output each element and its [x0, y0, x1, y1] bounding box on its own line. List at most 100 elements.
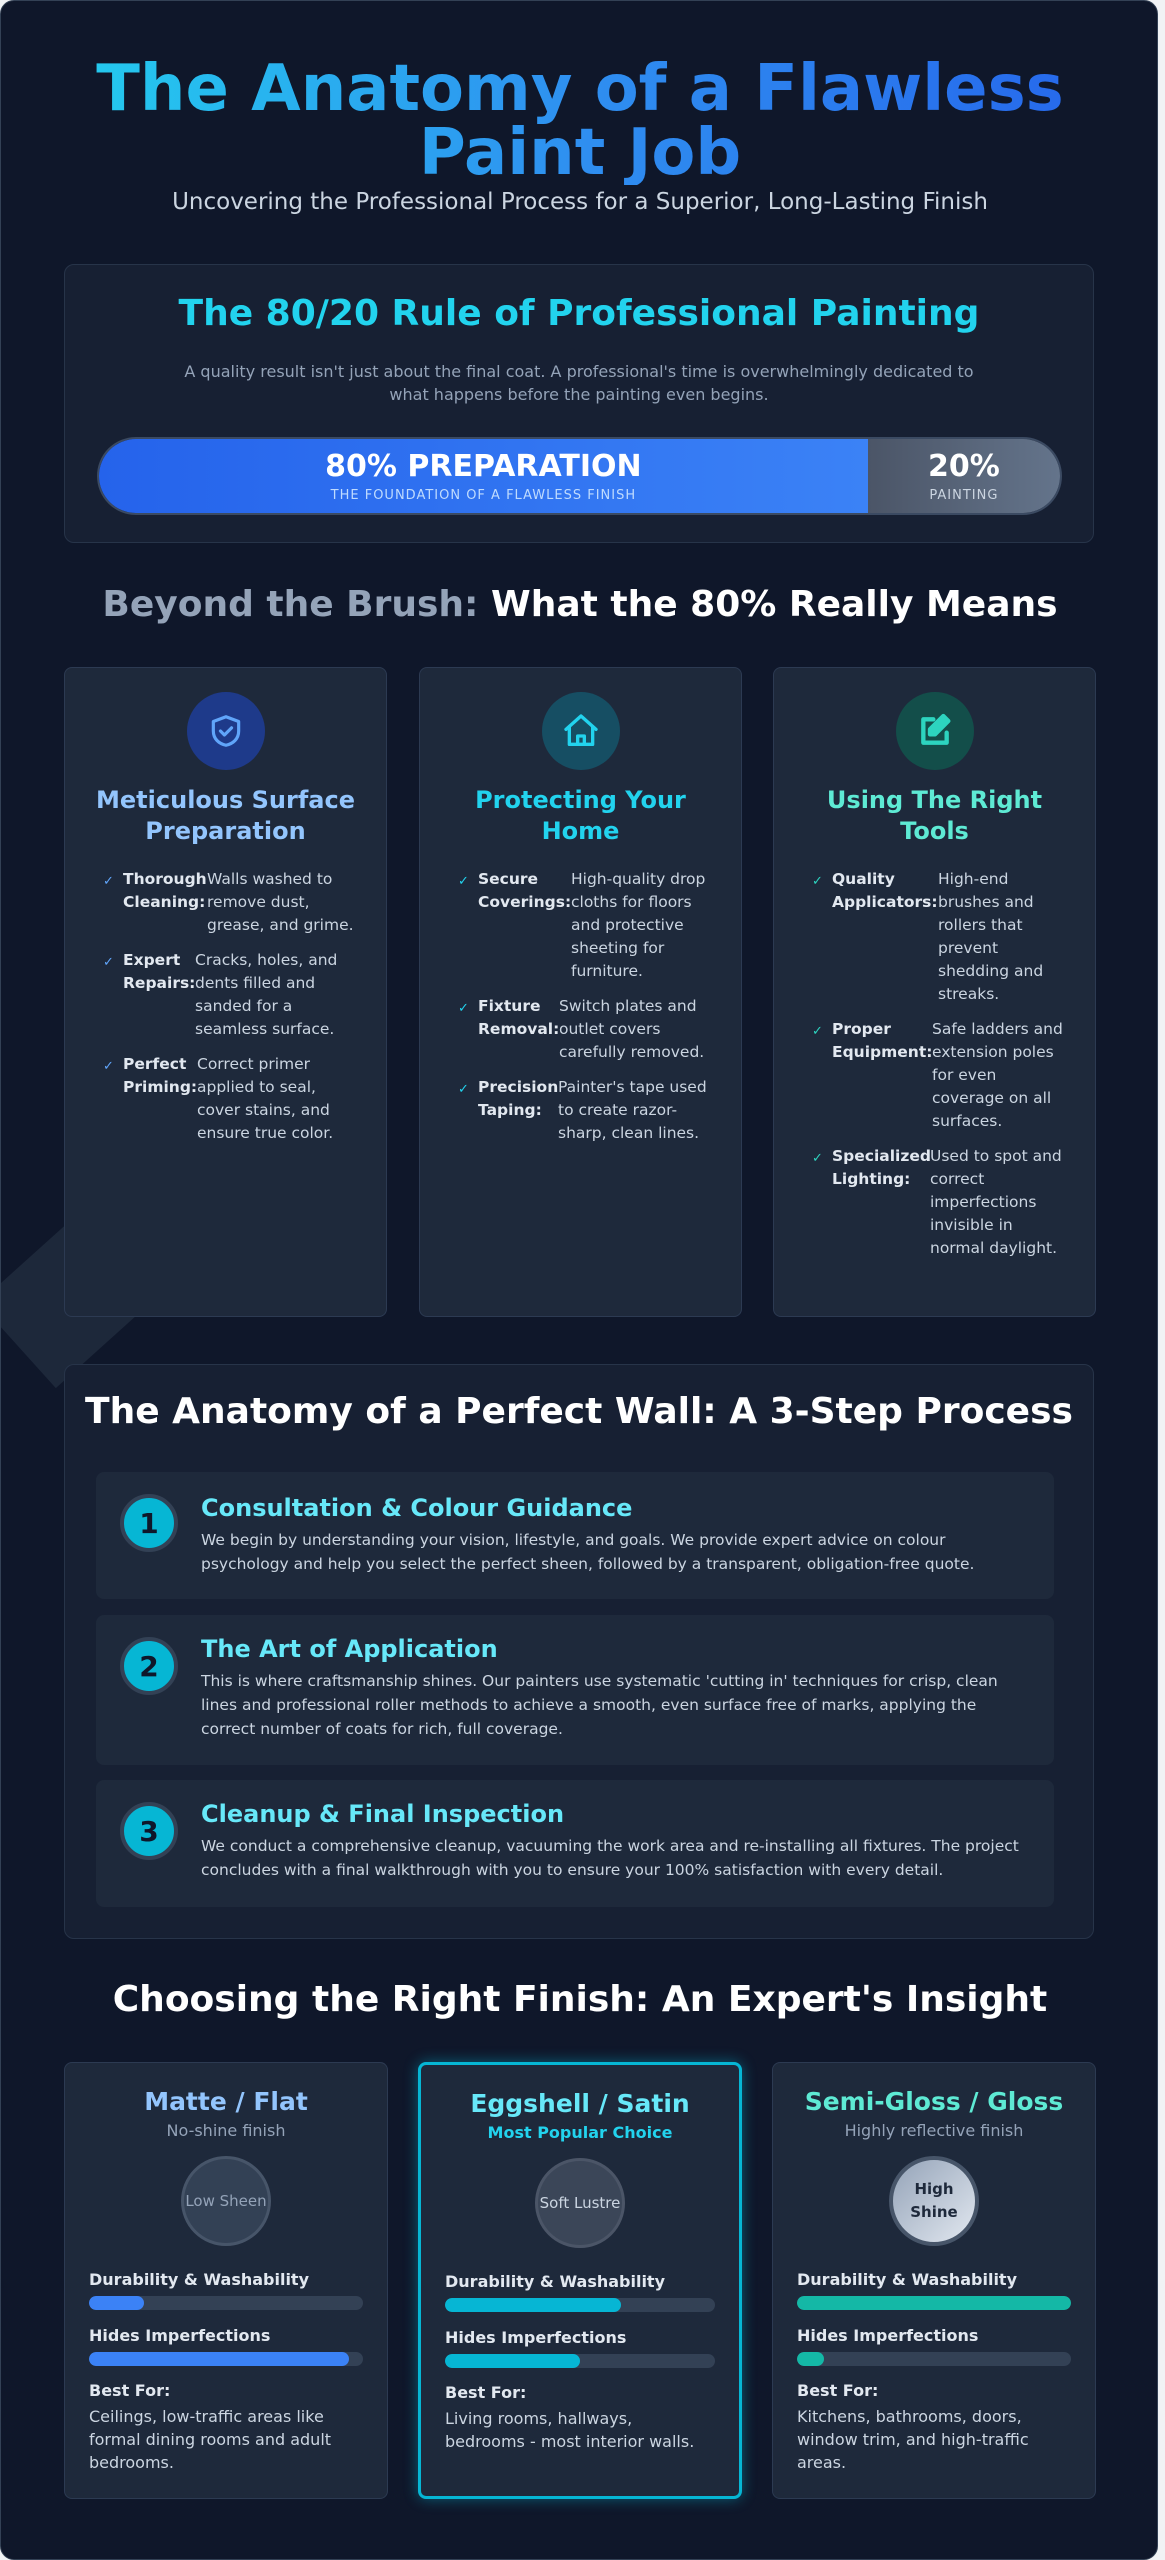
item-label: Precision Taping:: [478, 1078, 559, 1119]
check-icon: ✓: [812, 1151, 823, 1166]
painting-value: 20%: [927, 448, 1000, 484]
durability-label: Durability & Washability: [445, 2272, 666, 2291]
item-label: Fixture Removal:: [478, 997, 560, 1038]
sheen-swatch: Soft Lustre: [535, 2158, 625, 2248]
item-text: Safe ladders and extension poles for eve…: [932, 1020, 1063, 1130]
finish-subtitle: No-shine finish: [166, 2121, 286, 2140]
durability-bar: [445, 2298, 715, 2312]
hides-fill: [797, 2352, 825, 2366]
item-label: Proper Equipment:: [832, 1020, 933, 1061]
finish-name: Matte / Flat: [144, 2087, 308, 2116]
check-icon: ✓: [103, 955, 114, 970]
item-text: Painter's tape used to create razor-shar…: [558, 1078, 707, 1142]
process-step-2: 2 The Art of Application This is where c…: [96, 1615, 1054, 1765]
list-item: ✓Secure Coverings:High-quality drop clot…: [458, 868, 713, 983]
rule-title: The 80/20 Rule of Professional Painting: [178, 293, 980, 334]
painting-segment: 20% PAINTING: [867, 439, 1060, 513]
item-text: High-end brushes and rollers that preven…: [938, 870, 1044, 1003]
hides-bar: [445, 2354, 715, 2368]
check-icon: ✓: [103, 1059, 114, 1074]
beyond-title: Beyond the Brush: What the 80% Really Me…: [1, 584, 1157, 625]
feature-list: ✓Secure Coverings:High-quality drop clot…: [458, 868, 713, 1157]
hides-bar: [797, 2352, 1071, 2366]
best-for-text: Kitchens, bathrooms, doors, window trim,…: [797, 2407, 1029, 2472]
durability-fill: [89, 2296, 144, 2310]
item-label: Quality Applicators:: [832, 870, 938, 911]
hides-fill: [89, 2352, 350, 2366]
durability-label: Durability & Washability: [89, 2270, 310, 2289]
step-title: Consultation & Colour Guidance: [201, 1494, 633, 1522]
feature-card-right-tools: Using The Right Tools ✓ Quality Applicato…: [773, 667, 1096, 1317]
item-label: Thorough Cleaning:: [123, 870, 207, 911]
feature-list: ✓ Quality Applicators:High-end brushes an…: [812, 868, 1067, 1272]
check-icon: ✓: [812, 874, 823, 889]
item-text: Switch plates and outlet covers carefull…: [559, 997, 705, 1061]
best-for-label: Best For:: [89, 2381, 171, 2400]
sheen-swatch: High Shine: [889, 2156, 979, 2246]
step-title: Cleanup & Final Inspection: [201, 1800, 565, 1828]
best-for-label: Best For:: [445, 2383, 527, 2402]
step-number-badge: 1: [120, 1494, 178, 1552]
step-number-badge: 3: [120, 1802, 178, 1860]
preparation-value: 80% PREPARATION: [325, 448, 642, 484]
painting-caption: PAINTING: [929, 487, 999, 503]
finish-card-gloss: Semi-Gloss / Gloss Highly reflective fin…: [772, 2062, 1096, 2499]
check-icon: ✓: [458, 874, 469, 889]
beyond-title-muted: Beyond the Brush:: [102, 584, 479, 625]
popular-badge: Most Popular Choice: [487, 2123, 673, 2142]
rule-description: A quality result isn't just about the fi…: [184, 362, 974, 404]
check-icon: ✓: [103, 874, 114, 889]
check-icon: ✓: [458, 1001, 469, 1016]
step-description: This is where craftsmanship shines. Our …: [201, 1672, 998, 1738]
item-label: Secure Coverings:: [478, 870, 572, 911]
sheen-swatch: Low Sheen: [181, 2156, 271, 2246]
durability-bar: [797, 2296, 1071, 2310]
hides-label: Hides Imperfections: [89, 2326, 271, 2345]
finish-title: Choosing the Right Finish: An Expert's I…: [112, 1979, 1048, 2020]
best-for-label: Best For:: [797, 2381, 879, 2400]
preparation-segment: 80% PREPARATION THE FOUNDATION OF A FLAW…: [99, 439, 868, 513]
item-text: Correct primer applied to seal, cover st…: [197, 1055, 334, 1142]
list-item: ✓ Expert Repairs:Cracks, holes, and dents…: [103, 949, 358, 1041]
feature-card-surface-prep: Meticulous Surface Preparation ✓Thorough…: [64, 667, 387, 1317]
list-item: ✓ Fixture Removal:Switch plates and outle…: [458, 995, 713, 1064]
item-label: Expert Repairs:: [123, 951, 196, 992]
rule-panel: The 80/20 Rule of Professional Painting …: [64, 264, 1094, 543]
list-item: ✓ Precision Taping:Painter's tape used to…: [458, 1076, 713, 1145]
home-icon: [541, 692, 620, 770]
list-item: ✓ Quality Applicators:High-end brushes an…: [812, 868, 1067, 1006]
step-description: We conduct a comprehensive cleanup, vacu…: [201, 1837, 1019, 1879]
feature-card-protecting-home: Protecting Your Home ✓Secure Coverings:H…: [419, 667, 742, 1317]
hides-label: Hides Imperfections: [445, 2328, 627, 2347]
hides-label: Hides Imperfections: [797, 2326, 979, 2345]
process-step-1: 1 Consultation & Colour Guidance We begi…: [96, 1472, 1054, 1599]
list-item: ✓ Thorough Cleaning:Walls washed to remov…: [103, 868, 358, 937]
check-icon: ✓: [812, 1024, 823, 1039]
list-item: ✓ Specialized Lighting:Used to spot and c…: [812, 1145, 1067, 1260]
list-item: ✓ Perfect Priming:Correct primer applied …: [103, 1053, 358, 1145]
feature-title: Protecting Your Home: [475, 786, 686, 845]
process-panel: The Anatomy of a Perfect Wall: A 3-Step …: [64, 1364, 1094, 1939]
finish-card-eggshell: Eggshell / Satin Most Popular Choice Sof…: [418, 2062, 742, 2499]
page-title: The Anatomy of a Flawless Paint Job: [1, 57, 1157, 185]
item-label: Perfect Priming:: [123, 1055, 198, 1096]
best-for-text: Ceilings, low-traffic areas like formal …: [89, 2407, 332, 2472]
step-description: We begin by understanding your vision, l…: [201, 1531, 975, 1573]
durability-fill: [797, 2296, 1071, 2310]
item-text: Walls washed to remove dust, grease, and…: [207, 870, 354, 934]
check-icon: ✓: [458, 1082, 469, 1097]
finish-subtitle: Highly reflective finish: [844, 2121, 1024, 2140]
list-item: ✓ Proper Equipment:Safe ladders and exten…: [812, 1018, 1067, 1133]
sheen-label: High Shine: [910, 2180, 958, 2221]
process-title: The Anatomy of a Perfect Wall: A 3-Step …: [85, 1391, 1073, 1432]
durability-fill: [445, 2298, 621, 2312]
item-text: Cracks, holes, and dents filled and sand…: [195, 951, 338, 1038]
feature-title: Using The Right Tools: [826, 786, 1043, 845]
page-subtitle: Uncovering the Professional Process for …: [172, 189, 988, 215]
step-number-badge: 2: [120, 1637, 178, 1695]
item-label: Specialized Lighting:: [832, 1147, 931, 1188]
durability-label: Durability & Washability: [797, 2270, 1018, 2289]
item-text: Used to spot and correct imperfections i…: [930, 1147, 1062, 1257]
finish-name: Semi-Gloss / Gloss: [804, 2087, 1064, 2116]
